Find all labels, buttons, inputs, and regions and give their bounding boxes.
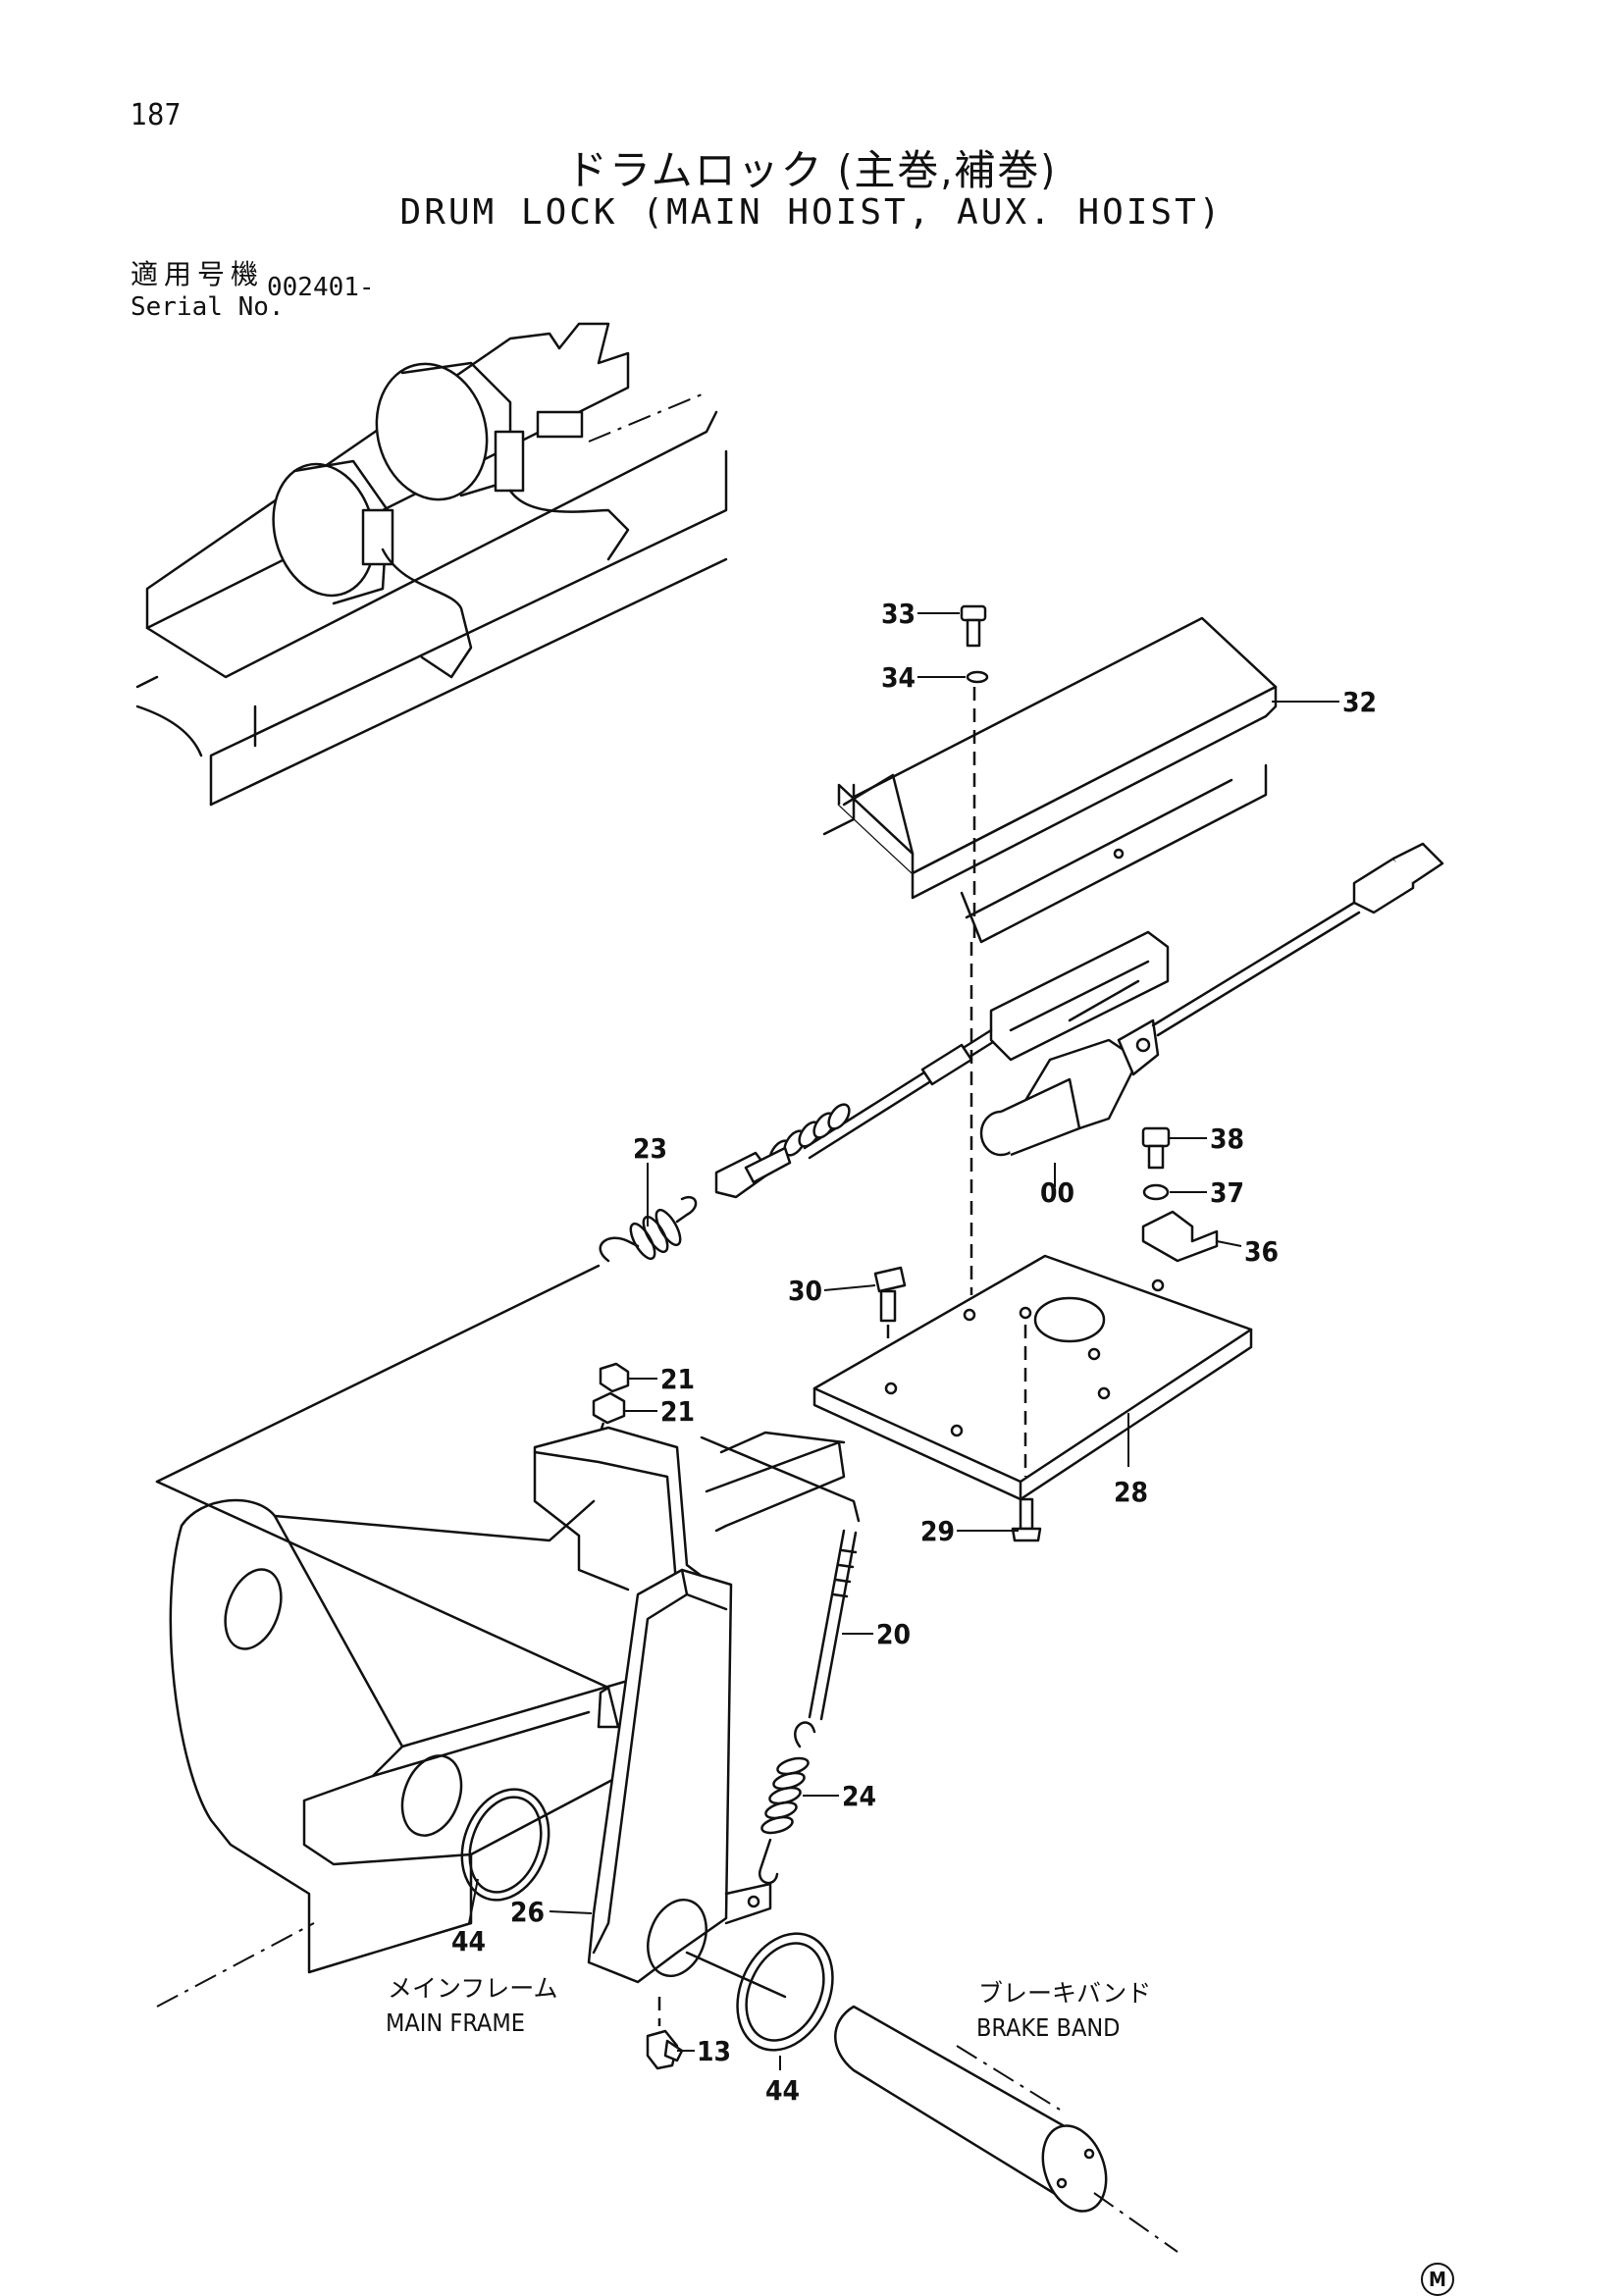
callout-29: 29 xyxy=(920,1515,955,1547)
brake-band xyxy=(834,2005,1178,2253)
actuator-00 xyxy=(714,842,1444,1199)
callout-21-lower: 21 xyxy=(660,1395,695,1428)
callout-23: 23 xyxy=(633,1132,667,1165)
page-number: 187 xyxy=(131,98,182,132)
callout-36: 36 xyxy=(1244,1235,1279,1268)
callout-13: 13 xyxy=(697,2035,731,2067)
leader-lines xyxy=(468,612,1339,2070)
callout-44-right: 44 xyxy=(765,2074,800,2107)
frame-outline-line xyxy=(155,1264,601,1484)
brake-band-caption-en: BRAKE BAND xyxy=(976,2013,1120,2042)
drum-lock-left-icon xyxy=(361,508,394,566)
callout-24: 24 xyxy=(842,1780,876,1812)
nut-21-upper xyxy=(599,1362,630,1393)
main-frame-caption-en: MAIN FRAME xyxy=(386,2009,525,2037)
callout-38: 38 xyxy=(1210,1122,1244,1155)
spring-24 xyxy=(758,1721,816,1885)
pivot-axis-line xyxy=(685,1951,787,1999)
main-frame xyxy=(155,1480,650,2008)
serial-label-english: Serial No. xyxy=(131,292,285,322)
callout-44-left: 44 xyxy=(451,1925,486,1957)
grease-fitting-13 xyxy=(646,1997,684,2070)
callout-21-upper: 21 xyxy=(660,1363,695,1395)
drum-lock-top-icon xyxy=(536,410,584,439)
callout-30: 30 xyxy=(788,1275,822,1307)
washer-37 xyxy=(1142,1183,1170,1201)
bolt-33 xyxy=(960,604,987,648)
nut-21-lower xyxy=(592,1391,626,1425)
callout-32: 32 xyxy=(1342,686,1377,718)
callout-37: 37 xyxy=(1210,1176,1244,1209)
bolt-29 xyxy=(1011,1497,1042,1542)
lever-26 xyxy=(587,1568,772,1984)
manufacturer-mark-icon: M xyxy=(1421,2263,1454,2296)
serial-number-range: 002401- xyxy=(267,273,375,302)
overview-inset xyxy=(135,322,728,807)
main-frame-caption-jp: メインフレーム xyxy=(388,1974,558,2003)
callout-20: 20 xyxy=(876,1618,911,1650)
rod-20 xyxy=(808,1529,858,1721)
page-title-english: DRUM LOCK (MAIN HOIST, AUX. HOIST) xyxy=(399,192,1224,233)
drum-lock-right-icon xyxy=(494,430,525,493)
callout-26: 26 xyxy=(510,1896,545,1928)
spring-23 xyxy=(599,1196,698,1263)
washer-34 xyxy=(966,670,989,684)
callout-33: 33 xyxy=(881,598,916,630)
bolt-38 xyxy=(1141,1126,1171,1170)
brake-band-caption-jp: ブレーキバンド xyxy=(978,1979,1151,2008)
bolt-30 xyxy=(873,1266,907,1323)
cover-32 xyxy=(822,616,1278,944)
washer-44-right xyxy=(736,1932,834,2052)
callout-00: 00 xyxy=(1040,1176,1074,1209)
page-title-japanese: ドラムロック (主巻,補巻) xyxy=(565,146,1058,194)
callout-28: 28 xyxy=(1114,1476,1148,1508)
callout-34: 34 xyxy=(881,661,916,694)
serial-label-japanese: 適用号機 xyxy=(131,258,265,290)
bracket-36 xyxy=(1141,1210,1219,1263)
aux-drum-icon xyxy=(375,362,489,501)
